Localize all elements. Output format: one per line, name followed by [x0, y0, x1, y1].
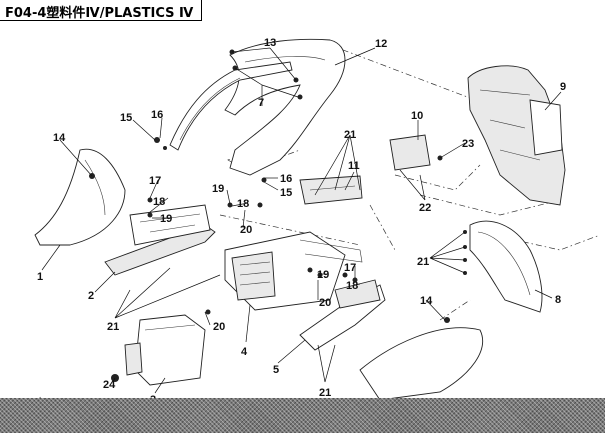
callout-10: 10 — [411, 110, 423, 122]
footer-hatch-strip — [0, 398, 605, 433]
callout-2: 2 — [88, 290, 94, 302]
callout-9: 9 — [560, 81, 566, 93]
callout-21-bottom: 21 — [319, 387, 331, 399]
callout-20-lower-right: 20 — [319, 297, 331, 309]
callout-19-center: 19 — [212, 183, 224, 195]
callout-17-right: 17 — [344, 262, 356, 274]
part-11-bracket — [299, 175, 363, 205]
part-7-side-strip — [169, 61, 293, 151]
callout-15-lower: 15 — [280, 187, 292, 199]
part-5-lower-tray — [299, 279, 386, 351]
callout-20-lower-left: 20 — [213, 321, 225, 333]
callout-16-upper: 16 — [151, 109, 163, 121]
callout-12: 12 — [375, 38, 387, 50]
part-9-tail-bracket — [467, 65, 566, 206]
part-4-center-tray — [224, 231, 363, 311]
callout-21-top: 21 — [344, 129, 356, 141]
callout-23: 23 — [462, 138, 474, 150]
callout-14-upper: 14 — [53, 132, 66, 144]
callout-22: 22 — [419, 202, 431, 214]
callout-24: 24 — [103, 379, 116, 391]
callout-7: 7 — [258, 97, 264, 109]
callout-19-right: 19 — [317, 269, 329, 281]
callout-labels: 1 2 3 4 5 7 8 9 10 11 12 13 14 14 15 15 … — [37, 37, 566, 406]
callout-21-right: 21 — [417, 256, 429, 268]
callout-14-lower: 14 — [420, 295, 433, 307]
leader-lines — [41, 47, 562, 394]
callout-13: 13 — [264, 37, 276, 49]
callout-18-left: 18 — [153, 196, 165, 208]
callout-1: 1 — [37, 271, 43, 283]
part-8-rear-mudguard — [469, 220, 543, 313]
part-1-side-panel — [34, 148, 126, 246]
part-12-rear-cover — [224, 38, 346, 176]
callout-4: 4 — [241, 346, 248, 358]
callout-20-center: 20 — [240, 224, 252, 236]
part-10-bracket — [389, 134, 431, 171]
part-3-battery-box — [124, 314, 206, 386]
callout-17-left: 17 — [149, 175, 161, 187]
diagram-title-box: F04-4塑料件Ⅳ/PLASTICS Ⅳ — [0, 0, 202, 21]
callout-21-left: 21 — [107, 321, 119, 333]
callout-11: 11 — [348, 160, 360, 172]
diagram-title: F04-4塑料件Ⅳ/PLASTICS Ⅳ — [5, 6, 194, 21]
callout-16-lower: 16 — [280, 173, 292, 185]
callout-5: 5 — [273, 364, 279, 376]
callout-15-upper: 15 — [120, 112, 132, 124]
callout-18-right: 18 — [346, 280, 358, 292]
part-14-mud-flap — [359, 327, 484, 401]
callout-18-center: 18 — [237, 198, 249, 210]
callout-19-left: 19 — [160, 213, 172, 225]
callout-8: 8 — [555, 294, 561, 306]
